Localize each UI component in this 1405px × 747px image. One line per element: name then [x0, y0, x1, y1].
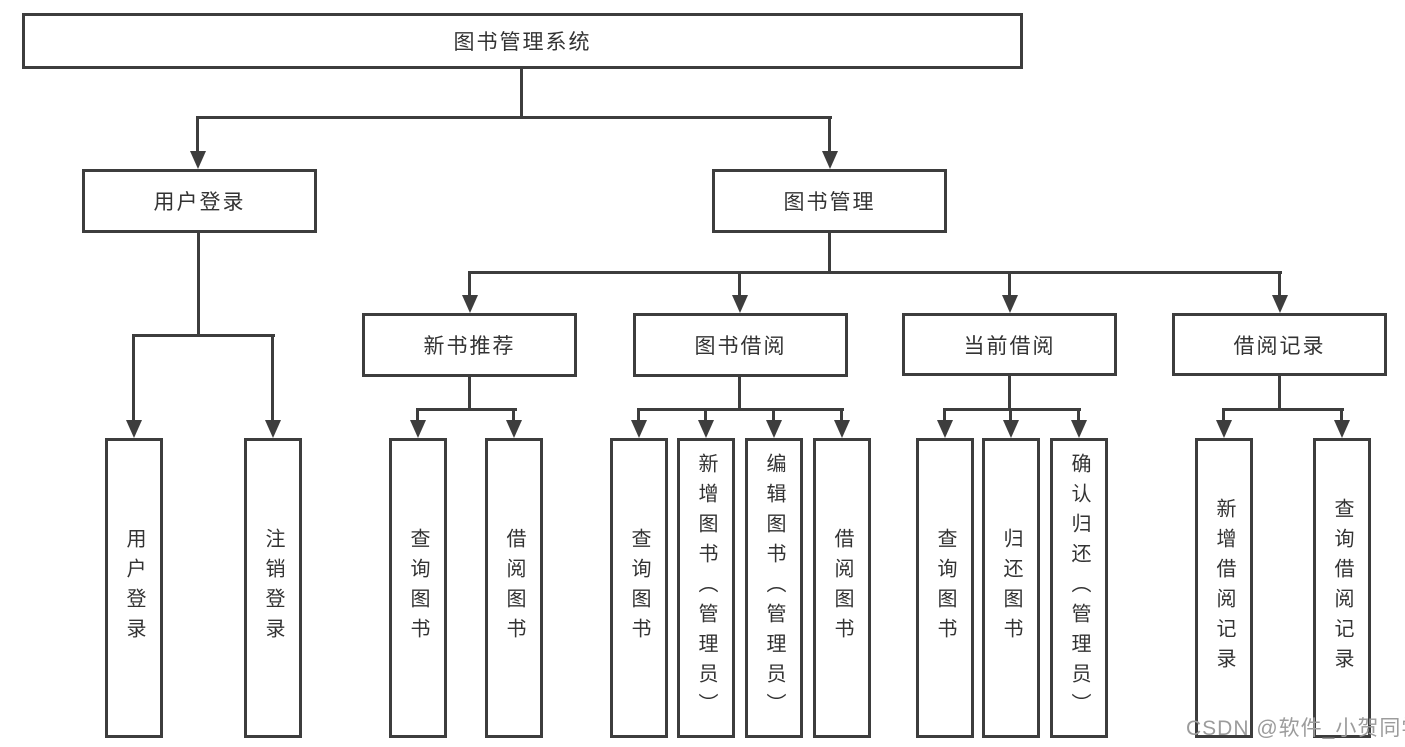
node-current-borrow: 当前借阅 [902, 313, 1117, 376]
connector-line [1077, 408, 1080, 424]
arrowhead [698, 420, 714, 438]
arrowhead [1002, 295, 1018, 313]
node-user-login: 用户登录 [82, 169, 317, 233]
arrowhead [1216, 420, 1232, 438]
arrowhead [1272, 295, 1288, 313]
connector-line [468, 271, 471, 299]
node-leaf-user-login-label: 用户登录 [123, 528, 145, 648]
node-leaf-logout-label: 注销登录 [262, 528, 284, 648]
node-leaf-return-books: 归还图书 [982, 438, 1040, 738]
node-book-management: 图书管理 [712, 169, 947, 233]
node-user-login-label: 用户登录 [153, 191, 246, 214]
connector-line [132, 334, 135, 424]
connector-line [943, 408, 946, 424]
connector-line [1008, 271, 1011, 299]
connector-line [468, 271, 1282, 274]
node-leaf-confirm-return-admin: 确认归还（管理员） [1050, 438, 1108, 738]
node-leaf-borrow-books-recommend-label: 借阅图书 [503, 528, 525, 648]
node-leaf-borrow-books: 借阅图书 [813, 438, 871, 738]
connector-line [1008, 376, 1011, 411]
arrowhead [1334, 420, 1350, 438]
connector-line [943, 408, 1081, 411]
arrowhead [631, 420, 647, 438]
arrowhead [190, 151, 206, 169]
arrowhead [265, 420, 281, 438]
node-leaf-query-borrow-record: 查询借阅记录 [1313, 438, 1371, 738]
node-leaf-user-login: 用户登录 [105, 438, 163, 738]
connector-line [520, 69, 523, 119]
node-leaf-confirm-return-admin-label: 确认归还（管理员） [1068, 453, 1090, 723]
connector-line [1278, 376, 1281, 411]
arrowhead [822, 151, 838, 169]
connector-line [828, 233, 831, 274]
node-book-borrow: 图书借阅 [633, 313, 848, 377]
node-leaf-query-books-borrow: 查询图书 [610, 438, 668, 738]
node-leaf-add-borrow-record-label: 新增借阅记录 [1213, 498, 1235, 678]
connector-line [637, 408, 640, 424]
connector-line [840, 408, 843, 424]
connector-line [416, 408, 517, 411]
watermark-text: CSDN @软件_小贺同学 [1186, 717, 1405, 740]
connector-line [738, 271, 741, 299]
connector-line [1222, 408, 1344, 411]
arrowhead [462, 295, 478, 313]
node-leaf-query-books-current: 查询图书 [916, 438, 974, 738]
connector-line [637, 408, 844, 411]
node-book-management-label: 图书管理 [783, 191, 876, 214]
node-current-borrow-label: 当前借阅 [963, 334, 1056, 358]
connector-line [1222, 408, 1225, 424]
connector-line [828, 116, 831, 154]
arrowhead [766, 420, 782, 438]
node-leaf-query-books-borrow-label: 查询图书 [628, 528, 650, 648]
node-new-book-recommend-label: 新书推荐 [423, 335, 516, 358]
connector-line [512, 408, 515, 424]
node-leaf-add-borrow-record: 新增借阅记录 [1195, 438, 1253, 738]
connector-line [196, 116, 199, 154]
node-leaf-query-books-recommend-label: 查询图书 [407, 528, 429, 648]
connector-line [132, 334, 275, 337]
connector-line [197, 233, 200, 337]
node-leaf-query-books-recommend: 查询图书 [389, 438, 447, 738]
connector-line [416, 408, 419, 424]
arrowhead [126, 420, 142, 438]
node-root-label: 图书管理系统 [453, 31, 592, 54]
connector-line [704, 408, 707, 424]
arrowhead [834, 420, 850, 438]
node-book-borrow-label: 图书借阅 [694, 335, 787, 358]
node-leaf-logout: 注销登录 [244, 438, 302, 738]
connector-line [468, 377, 471, 411]
arrowhead [506, 420, 522, 438]
arrowhead [1003, 420, 1019, 438]
node-leaf-add-books-admin: 新增图书（管理员） [677, 438, 735, 738]
node-new-book-recommend: 新书推荐 [362, 313, 577, 377]
node-borrow-records-label: 借阅记录 [1233, 334, 1326, 358]
node-root: 图书管理系统 [22, 13, 1023, 69]
node-leaf-borrow-books-label: 借阅图书 [831, 528, 853, 648]
arrowhead [410, 420, 426, 438]
node-borrow-records: 借阅记录 [1172, 313, 1387, 376]
node-leaf-query-borrow-record-label: 查询借阅记录 [1331, 498, 1353, 678]
node-leaf-add-books-admin-label: 新增图书（管理员） [695, 453, 717, 723]
connector-line [271, 334, 274, 424]
connector-line [196, 116, 832, 119]
node-leaf-borrow-books-recommend: 借阅图书 [485, 438, 543, 738]
connector-line [772, 408, 775, 424]
node-leaf-edit-books-admin-label: 编辑图书（管理员） [763, 453, 785, 723]
connector-line [738, 377, 741, 411]
connector-line [1009, 408, 1012, 424]
arrowhead [732, 295, 748, 313]
arrowhead [937, 420, 953, 438]
connector-line [1278, 271, 1281, 299]
node-leaf-query-books-current-label: 查询图书 [934, 528, 956, 648]
connector-line [1340, 408, 1343, 424]
node-leaf-edit-books-admin: 编辑图书（管理员） [745, 438, 803, 738]
node-leaf-return-books-label: 归还图书 [1000, 528, 1022, 648]
arrowhead [1071, 420, 1087, 438]
